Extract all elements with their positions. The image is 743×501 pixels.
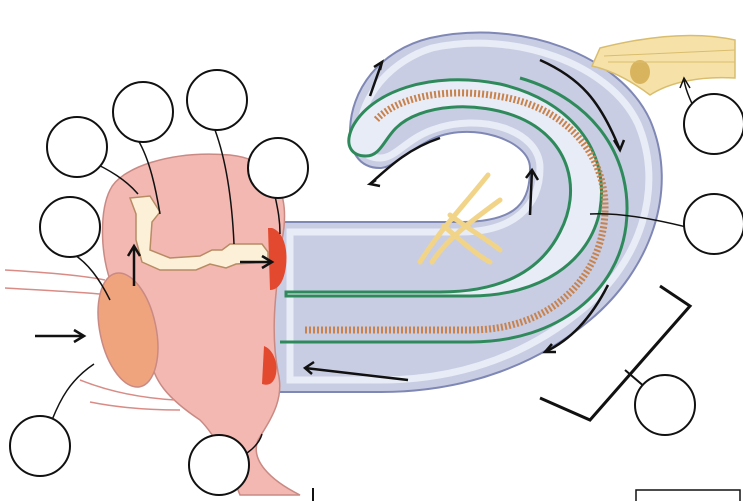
label-circle-8 xyxy=(684,94,743,154)
label-circle-3 xyxy=(187,70,247,130)
label-circle-2 xyxy=(113,82,173,142)
label-circle-4 xyxy=(248,138,308,198)
label-circle-7 xyxy=(189,435,249,495)
label-circle-6 xyxy=(10,416,70,476)
label-circle-9 xyxy=(684,194,743,254)
bottom-right-frame xyxy=(636,490,740,501)
label-circle-1 xyxy=(47,117,107,177)
label-circle-5 xyxy=(40,197,100,257)
label-circle-10 xyxy=(635,375,695,435)
